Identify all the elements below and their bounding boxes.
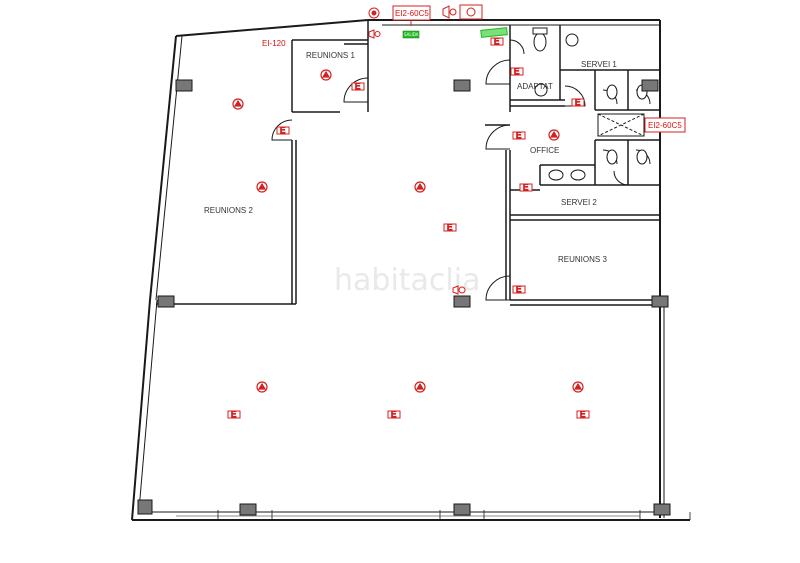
exit-sign-emergency [480,27,508,38]
svg-text:SALIDA: SALIDA [404,32,419,37]
extinguishers: E E E E E E E E E E E E [227,37,590,420]
sink-servei1 [565,33,579,47]
column [239,503,257,516]
watermark: habitaclia [334,263,480,298]
smoke-detector-icon [320,69,332,81]
fire-rating-right: EI2-60C5 [644,117,686,133]
sink-office-2 [570,169,586,181]
column [137,499,153,515]
control-panel-icon [459,4,483,20]
shaft [597,113,645,137]
room-label-office: OFFICE [530,146,559,155]
column [453,79,471,92]
extinguisher-icon: E [510,67,524,77]
extinguisher-icon: E [512,131,526,141]
exit-sign: SALIDA [402,30,420,39]
column [453,503,471,516]
svg-text:E: E [280,126,285,135]
svg-text:E: E [391,410,396,419]
column [651,295,669,308]
svg-text:EI2-60C5: EI2-60C5 [648,121,682,130]
room-label-adaptat: ADAPTAT [517,82,553,91]
windows [217,510,691,520]
fire-alarm-icons [368,4,483,295]
svg-text:E: E [514,67,519,76]
extinguisher-icon: E [276,126,290,136]
smoke-detectors [232,69,584,393]
extinguisher-icon: E [512,285,526,295]
extinguisher-icon: E [443,223,457,233]
toilet-adaptat [533,32,547,52]
siren-icon-center [452,285,466,295]
extinguisher-icon: E [490,37,504,47]
extinguisher-icon: E [351,82,365,92]
room-label-servei1: SERVEI 1 [581,60,617,69]
svg-text:E: E [523,183,528,192]
extinguisher-icon: E [519,183,533,193]
smoke-detector-icon [414,181,426,193]
column [453,295,471,308]
smoke-detector-icon [232,98,244,110]
smoke-detector-icon [548,129,560,141]
extinguisher-icon: E [576,410,590,420]
svg-text:EI2-60C5: EI2-60C5 [395,9,429,18]
columns [137,79,671,516]
room-label-reunions2: REUNIONS 2 [204,206,253,215]
toilet-wc1 [606,84,618,100]
svg-text:E: E [231,410,236,419]
svg-text:E: E [580,410,585,419]
column [641,79,659,92]
toilet-wc4 [636,149,648,165]
column [175,79,193,92]
smoke-detector-icon [572,381,584,393]
siren-icon-small [368,29,381,39]
extinguisher-icon: E [571,98,585,108]
column [157,295,175,308]
interior-walls [156,20,660,306]
fire-rating-top: EI2-60C5 [392,5,431,26]
svg-text:E: E [494,37,499,46]
extinguisher-icon: E [387,410,401,420]
svg-text:E: E [575,98,580,107]
fire-rating-ei120: EI-120 [262,39,286,48]
svg-text:E: E [447,223,452,232]
alarm-bell-icon [368,7,380,19]
sink-adaptat [534,83,548,97]
smoke-detector-icon [414,381,426,393]
svg-text:E: E [516,285,521,294]
room-label-reunions3: REUNIONS 3 [558,255,607,264]
fixtures [532,27,648,181]
smoke-detector-icon [256,181,268,193]
column [653,503,671,516]
extinguisher-icon: E [227,410,241,420]
toilet-wc3 [606,149,618,165]
room-label-servei2: SERVEI 2 [561,198,597,207]
svg-text:E: E [516,131,521,140]
smoke-detector-icon [256,381,268,393]
svg-text:E: E [355,82,360,91]
room-label-reunions1: REUNIONS 1 [306,51,355,60]
siren-icon [442,5,457,19]
sink-office-1 [548,169,564,181]
